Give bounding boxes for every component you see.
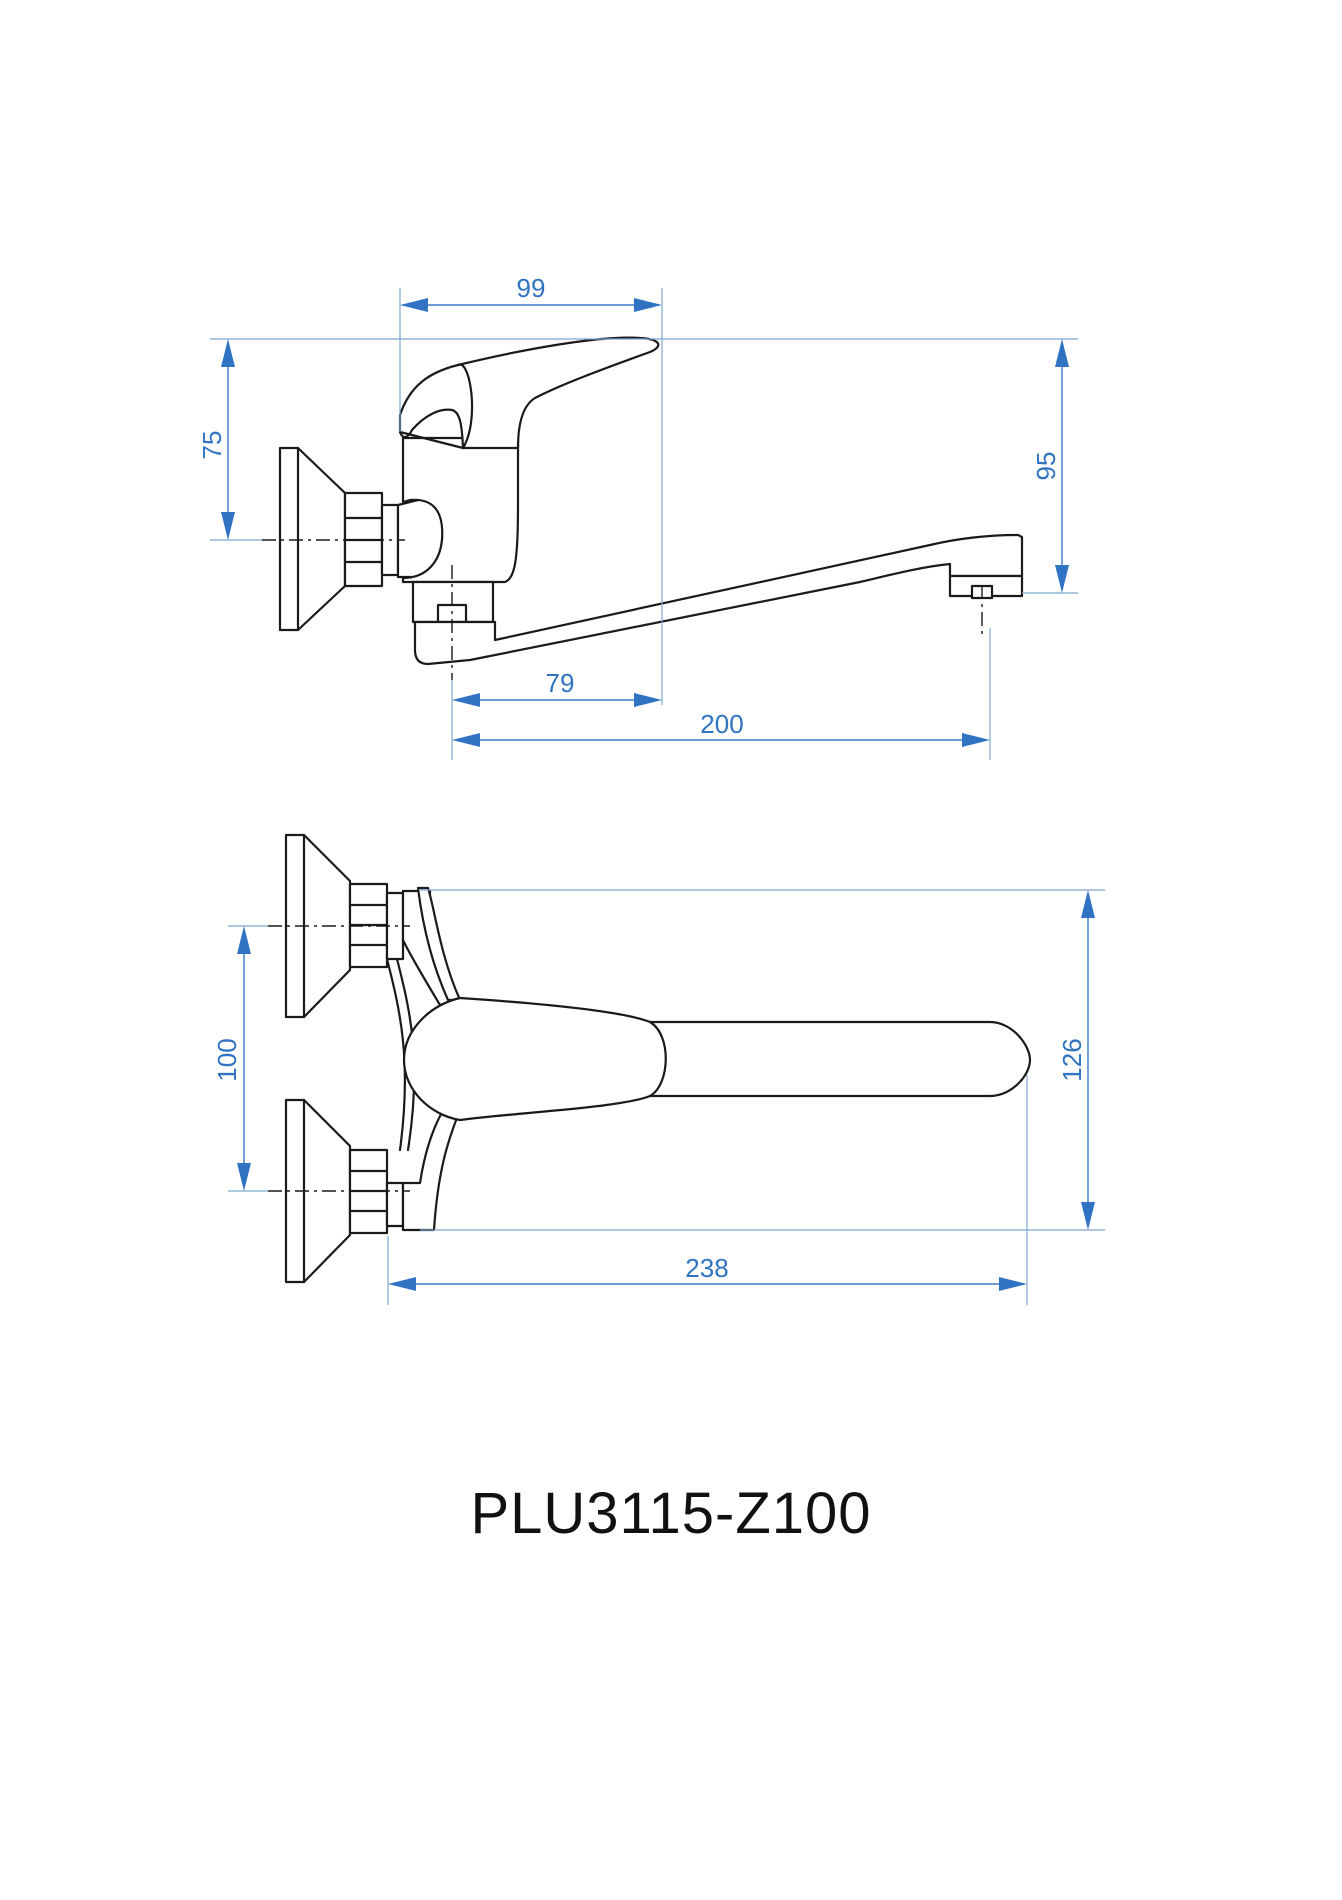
side-spout [413,533,1024,666]
side-view: 99 75 95 79 200 [197,273,1078,760]
dimension-238: 238 [388,1253,1027,1291]
dimension-99: 99 [400,273,662,312]
dimension-126: 126 [1057,890,1095,1230]
dimension-100: 100 [212,926,251,1191]
dimension-100-label: 100 [212,1038,242,1081]
model-number: PLU3115-Z100 [470,1481,872,1546]
dimension-95-label: 95 [1031,452,1061,481]
dimension-75: 75 [197,339,235,540]
side-mixer-body [401,436,520,584]
side-aerator [948,574,1024,600]
top-view: 100 126 238 [212,833,1105,1305]
side-wall-flange [278,446,347,632]
dimension-238-label: 238 [685,1253,728,1283]
dimension-79: 79 [452,668,662,707]
dimension-200: 200 [452,709,990,747]
dimension-95: 95 [1031,339,1069,593]
dimension-79-label: 79 [546,668,575,698]
dimension-126-label: 126 [1057,1038,1087,1081]
dimension-75-label: 75 [197,431,227,460]
top-handle-body [402,996,667,1122]
side-handle-lever [398,336,660,450]
dimension-99-label: 99 [517,273,546,303]
side-cartridge-base [411,580,495,624]
dimension-200-label: 200 [700,709,743,739]
